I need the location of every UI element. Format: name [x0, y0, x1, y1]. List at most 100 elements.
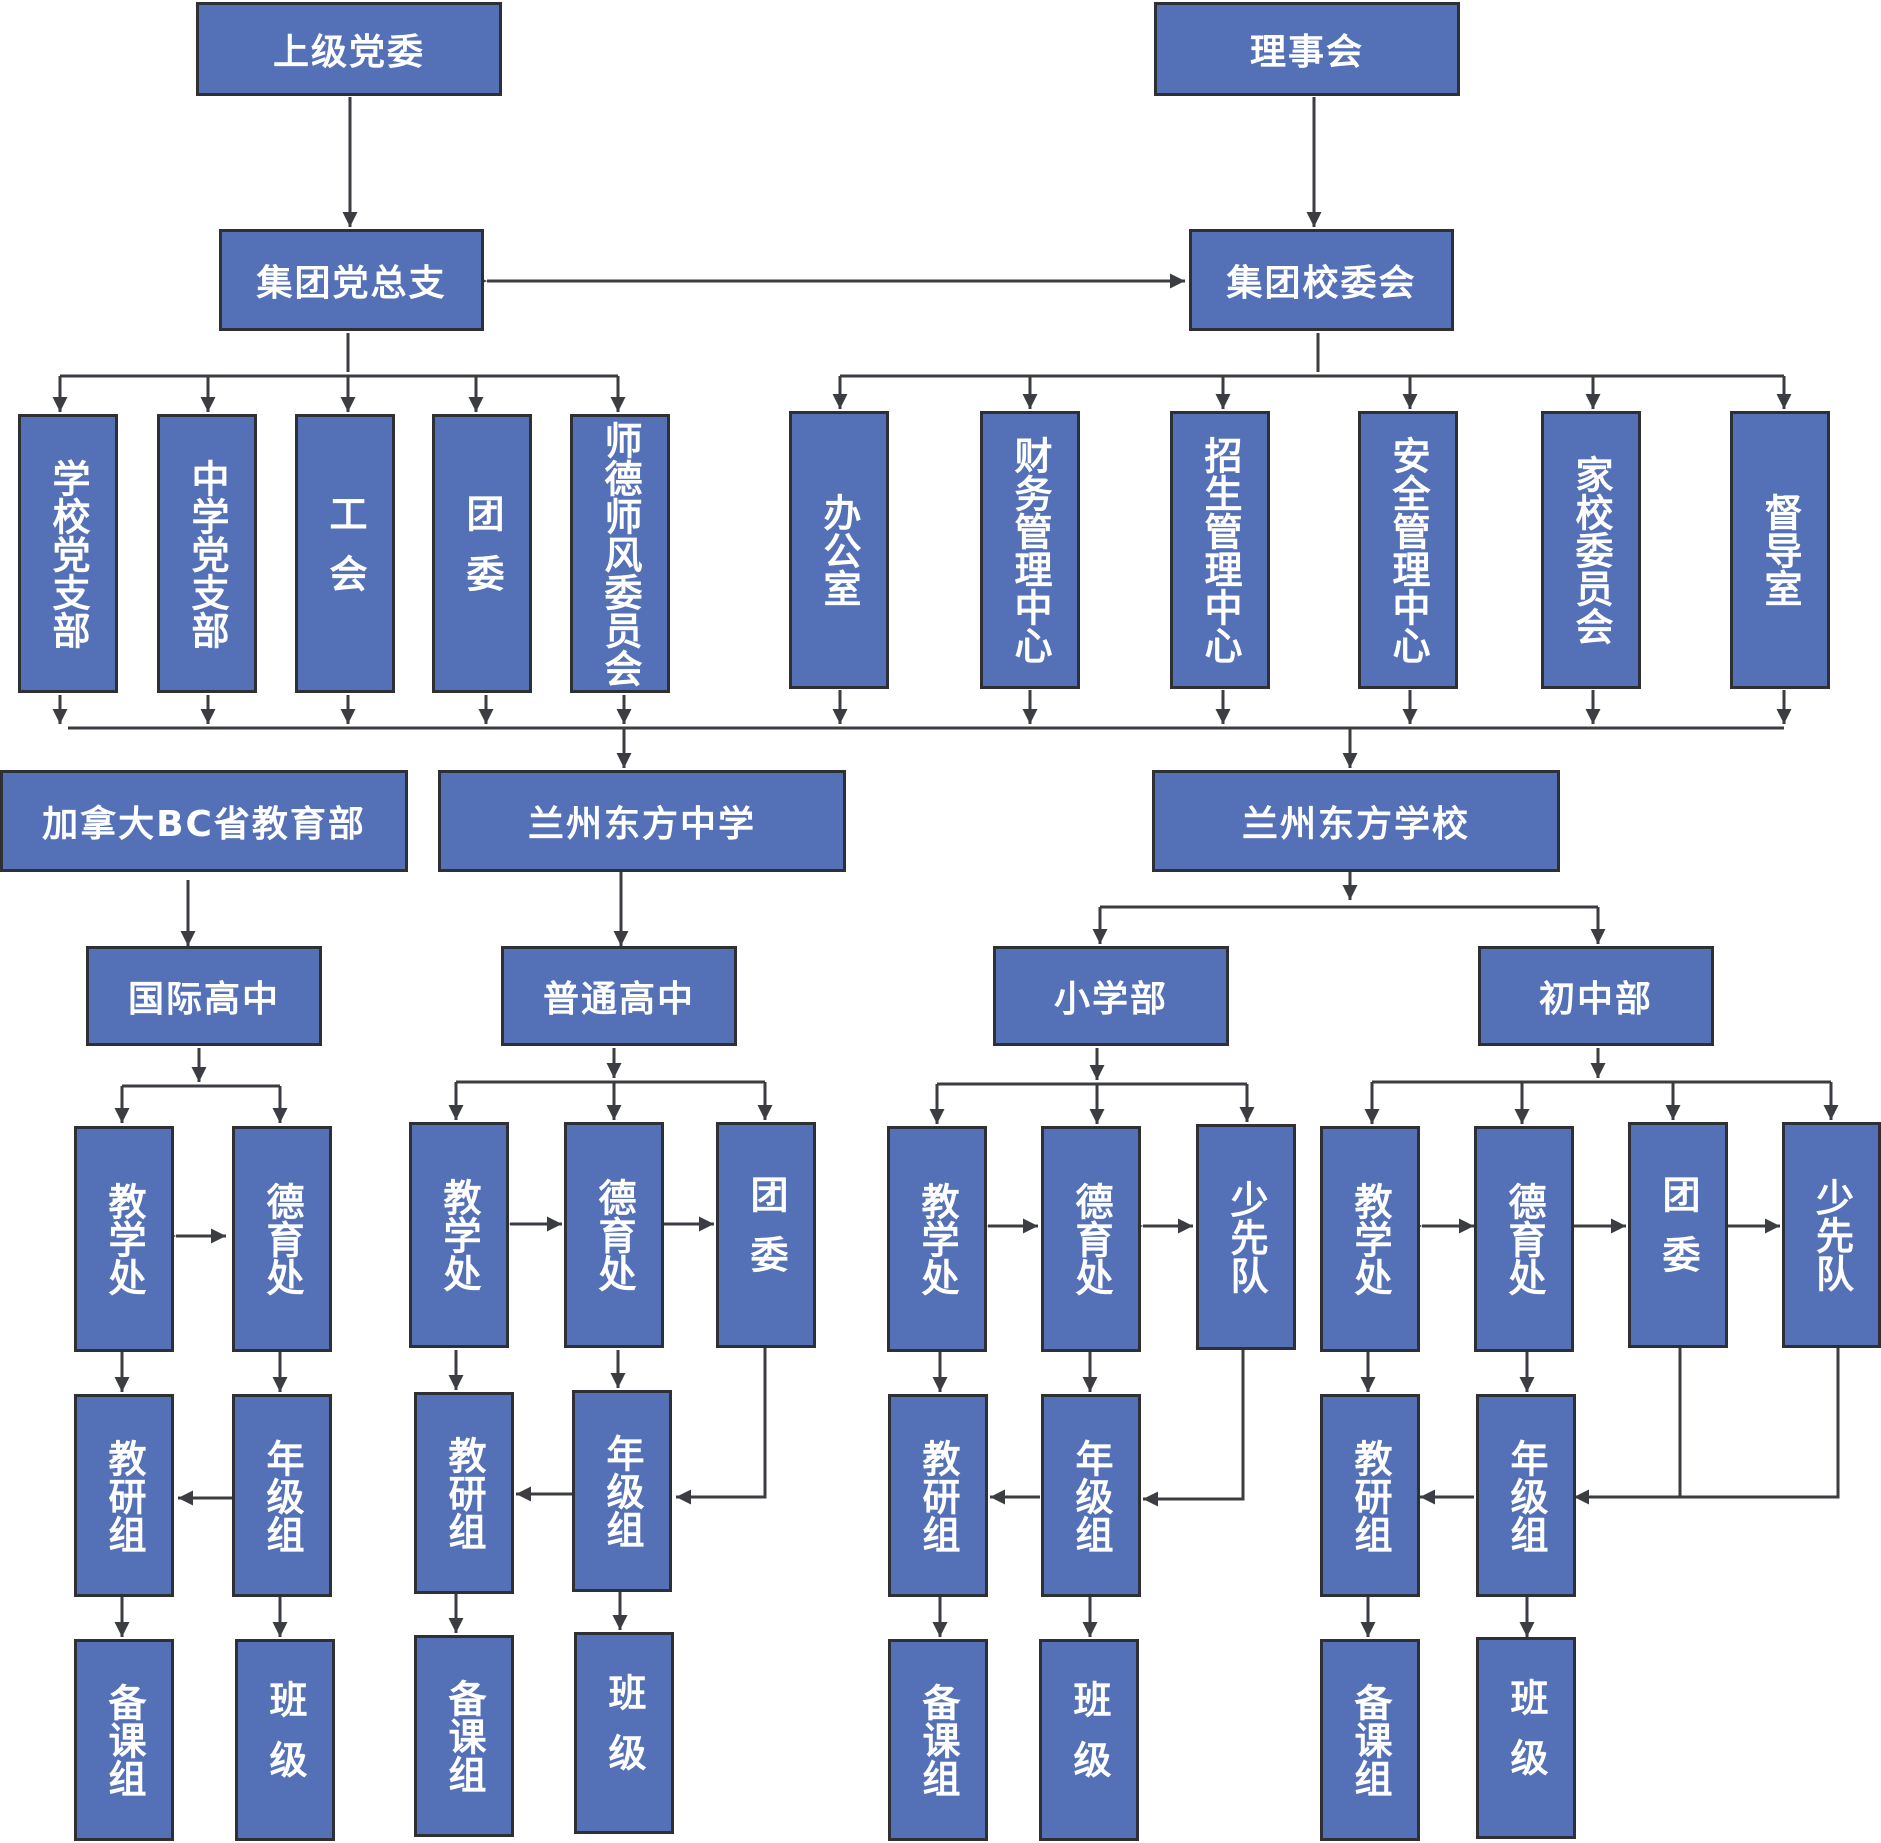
unit-admissions-center-label: 招生管理中心 — [1198, 436, 1242, 664]
intl-research-group: 教研组 — [74, 1394, 174, 1597]
primary-moral-office: 德育处 — [1041, 1126, 1141, 1352]
general-grade-group: 年级组 — [572, 1390, 672, 1592]
unit-middle-party-branch: 中学党支部 — [157, 414, 257, 693]
unit-parent-committee: 家校委员会 — [1541, 411, 1641, 689]
general-research-group-label: 教研组 — [442, 1436, 486, 1550]
primary-teaching-office-label: 教学处 — [915, 1182, 959, 1296]
junior-youth-league-label: 团委 — [1656, 1175, 1700, 1295]
unit-safety-center-label: 安全管理中心 — [1386, 436, 1430, 664]
lz-middle-school-box: 兰州东方中学 — [438, 770, 846, 872]
general-class: 班级 — [574, 1632, 674, 1834]
general-youth-league: 团委 — [716, 1122, 816, 1348]
unit-admissions-center: 招生管理中心 — [1170, 411, 1270, 689]
primary-prep-group: 备课组 — [888, 1639, 988, 1841]
primary-research-group-label: 教研组 — [916, 1438, 960, 1553]
unit-ethics-committee-label: 师德师风委员会 — [598, 420, 642, 687]
general-prep-group: 备课组 — [414, 1635, 514, 1837]
general-moral-office: 德育处 — [564, 1122, 664, 1348]
general-high-label: 普通高中 — [542, 979, 695, 1020]
junior-youth-league: 团委 — [1628, 1122, 1728, 1348]
intl-teaching-office-label: 教学处 — [102, 1182, 146, 1296]
unit-labor-union-label: 工会 — [323, 493, 367, 614]
primary-division-box: 小学部 — [993, 946, 1229, 1046]
junior-research-group: 教研组 — [1320, 1394, 1420, 1597]
primary-young-pioneers-label: 少先队 — [1224, 1180, 1268, 1294]
intl-moral-office-label: 德育处 — [260, 1182, 304, 1296]
board-box: 理事会 — [1154, 2, 1460, 96]
unit-youth-league: 团委 — [432, 414, 532, 693]
primary-class-label: 班级 — [1067, 1680, 1111, 1800]
bc-ministry-label: 加拿大BC省教育部 — [42, 804, 366, 845]
general-grade-group-label: 年级组 — [600, 1434, 644, 1548]
party-branch-box: 集团党总支 — [219, 229, 484, 331]
primary-grade-group-label: 年级组 — [1069, 1438, 1113, 1553]
junior-division-box: 初中部 — [1478, 946, 1714, 1046]
general-moral-office-label: 德育处 — [592, 1178, 636, 1292]
lz-school-box: 兰州东方学校 — [1152, 770, 1560, 872]
junior-young-pioneers: 少先队 — [1782, 1122, 1881, 1348]
junior-young-pioneers-label: 少先队 — [1809, 1178, 1854, 1292]
intl-prep-group-label: 备课组 — [102, 1683, 146, 1797]
intl-prep-group: 备课组 — [74, 1639, 174, 1841]
unit-supervision-office-label: 督导室 — [1758, 493, 1802, 607]
unit-office-label: 办公室 — [817, 493, 861, 607]
junior-teaching-office-label: 教学处 — [1348, 1182, 1392, 1296]
general-prep-group-label: 备课组 — [442, 1679, 486, 1793]
general-youth-league-label: 团委 — [744, 1175, 788, 1295]
primary-moral-office-label: 德育处 — [1069, 1182, 1113, 1296]
primary-grade-group: 年级组 — [1041, 1394, 1141, 1597]
party-committee-box: 上级党委 — [196, 2, 502, 96]
intl-class: 班级 — [235, 1639, 335, 1841]
intl-grade-group: 年级组 — [232, 1394, 332, 1597]
junior-research-group-label: 教研组 — [1348, 1438, 1392, 1553]
lz-school-label: 兰州东方学校 — [1241, 804, 1470, 845]
intl-high-box: 国际高中 — [86, 946, 322, 1046]
primary-prep-group-label: 备课组 — [916, 1683, 960, 1797]
school-committee-label: 集团校委会 — [1226, 263, 1417, 304]
intl-research-group-label: 教研组 — [102, 1438, 146, 1553]
unit-office: 办公室 — [789, 411, 889, 689]
unit-safety-center: 安全管理中心 — [1358, 411, 1458, 689]
general-research-group: 教研组 — [414, 1392, 514, 1594]
junior-prep-group-label: 备课组 — [1348, 1683, 1392, 1797]
general-teaching-office: 教学处 — [409, 1122, 509, 1348]
unit-parent-committee-label: 家校委员会 — [1569, 455, 1613, 645]
primary-division-label: 小学部 — [1053, 979, 1168, 1020]
primary-young-pioneers: 少先队 — [1196, 1124, 1296, 1350]
junior-prep-group: 备课组 — [1320, 1639, 1420, 1841]
junior-grade-group-label: 年级组 — [1504, 1438, 1548, 1553]
unit-finance-center: 财务管理中心 — [980, 411, 1080, 689]
intl-class-label: 班级 — [263, 1680, 307, 1800]
intl-high-label: 国际高中 — [127, 979, 280, 1020]
junior-teaching-office: 教学处 — [1320, 1126, 1420, 1352]
unit-youth-league-label: 团委 — [460, 493, 504, 614]
unit-school-party-branch-label: 学校党支部 — [46, 458, 90, 649]
primary-teaching-office: 教学处 — [887, 1126, 987, 1352]
general-class-label: 班级 — [602, 1673, 646, 1793]
board-label: 理事会 — [1249, 32, 1364, 73]
primary-class: 班级 — [1039, 1639, 1139, 1841]
unit-ethics-committee: 师德师风委员会 — [570, 414, 670, 693]
unit-finance-center-label: 财务管理中心 — [1008, 436, 1052, 664]
junior-grade-group: 年级组 — [1476, 1394, 1576, 1597]
school-committee-box: 集团校委会 — [1189, 229, 1454, 331]
unit-labor-union: 工会 — [295, 414, 395, 693]
junior-moral-office-label: 德育处 — [1502, 1182, 1546, 1296]
party-branch-label: 集团党总支 — [256, 263, 447, 304]
unit-school-party-branch: 学校党支部 — [18, 414, 118, 693]
lz-middle-school-label: 兰州东方中学 — [527, 804, 756, 845]
junior-moral-office: 德育处 — [1474, 1126, 1574, 1352]
party-committee-label: 上级党委 — [272, 32, 425, 73]
junior-class: 班级 — [1476, 1637, 1576, 1839]
intl-grade-group-label: 年级组 — [260, 1438, 304, 1553]
intl-teaching-office: 教学处 — [74, 1126, 174, 1352]
junior-class-label: 班级 — [1504, 1678, 1548, 1798]
junior-division-label: 初中部 — [1538, 979, 1653, 1020]
primary-research-group: 教研组 — [888, 1394, 988, 1597]
general-teaching-office-label: 教学处 — [437, 1178, 481, 1292]
general-high-box: 普通高中 — [501, 946, 737, 1046]
unit-supervision-office: 督导室 — [1730, 411, 1830, 689]
unit-middle-party-branch-label: 中学党支部 — [185, 458, 229, 649]
